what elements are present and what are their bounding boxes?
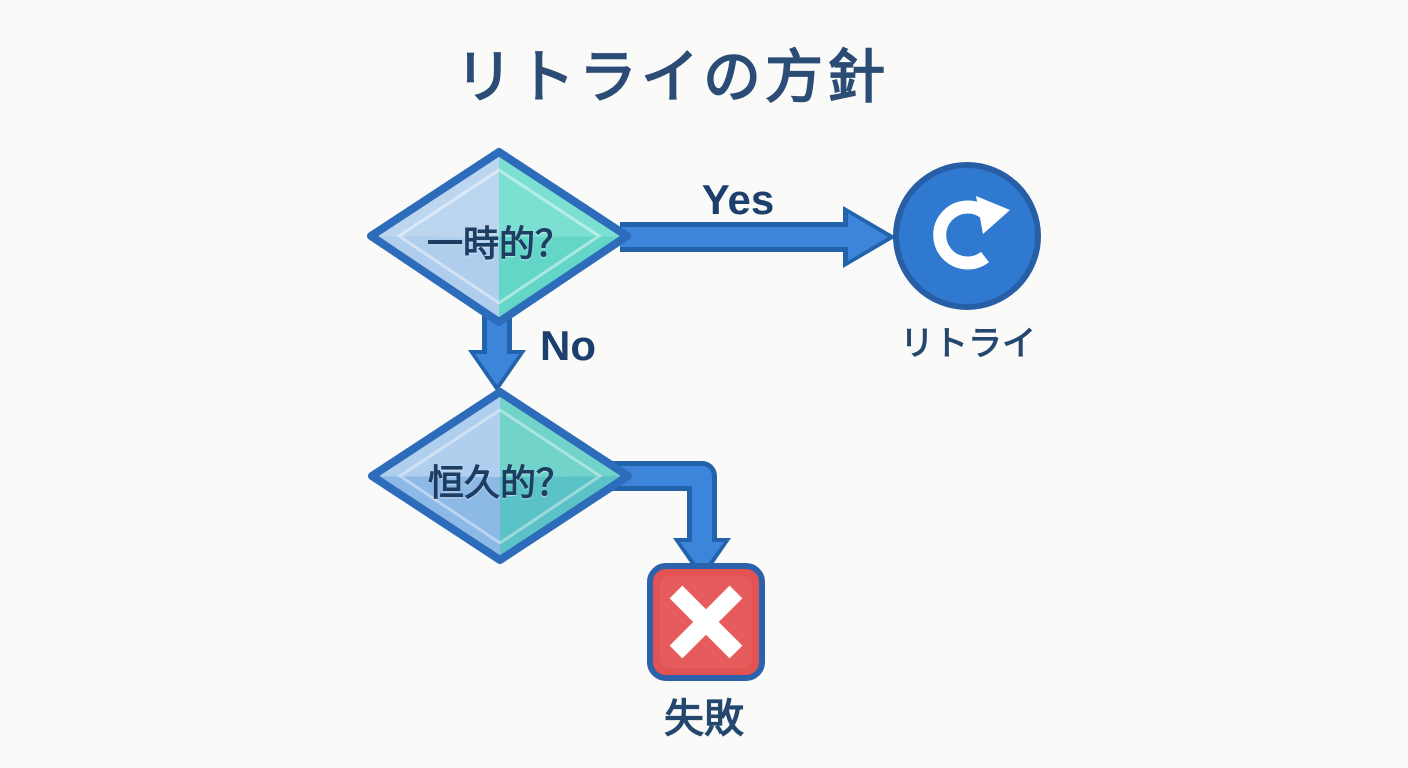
retry-node	[893, 162, 1041, 310]
decision-temporary-label: 一時的？	[426, 223, 571, 264]
fail-node-label: 失敗	[664, 697, 744, 741]
refresh-icon	[933, 196, 1010, 270]
decision-permanent-diamond	[368, 388, 632, 564]
fail-node	[647, 563, 765, 681]
yes-arrow	[620, 206, 896, 268]
page-title: リトライの方針	[454, 45, 889, 110]
fail-arrow	[612, 461, 731, 580]
x-icon	[669, 585, 743, 659]
yes-edge-label: Yes	[701, 176, 775, 223]
decision-temporary-diamond	[367, 148, 631, 326]
no-edge-label: No	[540, 322, 596, 369]
retry-node-label: リトライ	[900, 325, 1036, 363]
decision-permanent-label: 恒久的？	[427, 462, 572, 503]
